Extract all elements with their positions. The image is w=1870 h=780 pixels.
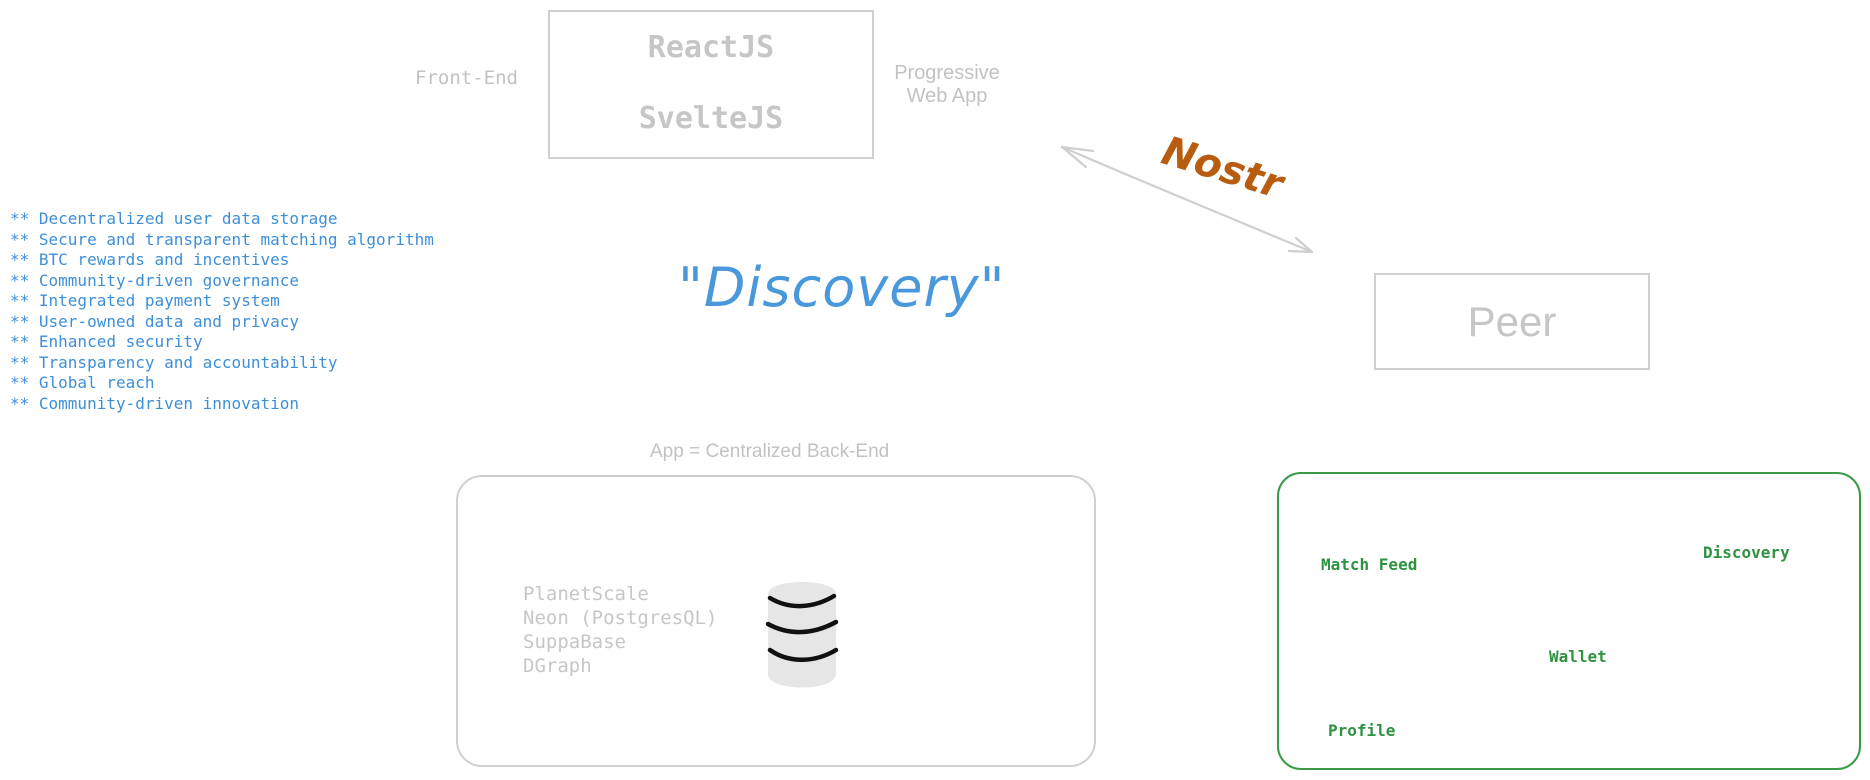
feature-item: ** Integrated payment system bbox=[10, 291, 280, 310]
nostr-label: Nostr bbox=[1156, 128, 1289, 209]
app-screen-discovery: Discovery bbox=[1703, 543, 1790, 562]
feature-list: ** Decentralized user data storage ** Se… bbox=[10, 209, 434, 414]
app-screen-wallet: Wallet bbox=[1549, 647, 1607, 666]
frontend-tech-sveltejs: SvelteJS bbox=[638, 101, 784, 136]
feature-item: ** BTC rewards and incentives bbox=[10, 250, 290, 269]
feature-item: ** Global reach bbox=[10, 373, 155, 392]
feature-item: ** Community-driven innovation bbox=[10, 393, 299, 413]
feature-item: ** Community-driven governance bbox=[10, 270, 299, 290]
diagram-title: "Discovery" bbox=[678, 256, 1006, 319]
app-screen-profile: Profile bbox=[1328, 721, 1396, 740]
app-screens-box: Match Feed Discovery Wallet Profile bbox=[1277, 472, 1861, 770]
pwa-label: Progressive Web App bbox=[888, 62, 1006, 108]
backend-box bbox=[456, 475, 1096, 767]
peer-label: Peer bbox=[1467, 297, 1557, 345]
pwa-label-line1: Progressive bbox=[894, 62, 1000, 84]
pwa-label-line2: Web App bbox=[906, 85, 988, 107]
backend-label: App = Centralized Back-End bbox=[650, 441, 890, 462]
frontend-box: ReactJS SvelteJS bbox=[548, 10, 874, 159]
database-item: DGraph bbox=[523, 655, 592, 677]
frontend-label: Front-End bbox=[415, 67, 518, 89]
peer-box: Peer bbox=[1374, 273, 1650, 370]
database-item: SuppaBase bbox=[523, 631, 626, 653]
frontend-tech-reactjs: ReactJS bbox=[647, 30, 775, 65]
feature-item: ** Transparency and accountability bbox=[10, 352, 338, 372]
app-screen-match-feed: Match Feed bbox=[1321, 555, 1418, 574]
database-item: PlanetScale bbox=[523, 583, 649, 605]
feature-item: ** Secure and transparent matching algor… bbox=[10, 229, 434, 249]
feature-item: ** Decentralized user data storage bbox=[10, 209, 338, 228]
feature-item: ** Enhanced security bbox=[10, 332, 203, 351]
feature-item: ** User-owned data and privacy bbox=[10, 311, 299, 331]
database-item: Neon (PostgresQL) bbox=[523, 607, 718, 629]
database-list: PlanetScale Neon (PostgresQL) SuppaBase … bbox=[523, 582, 717, 678]
